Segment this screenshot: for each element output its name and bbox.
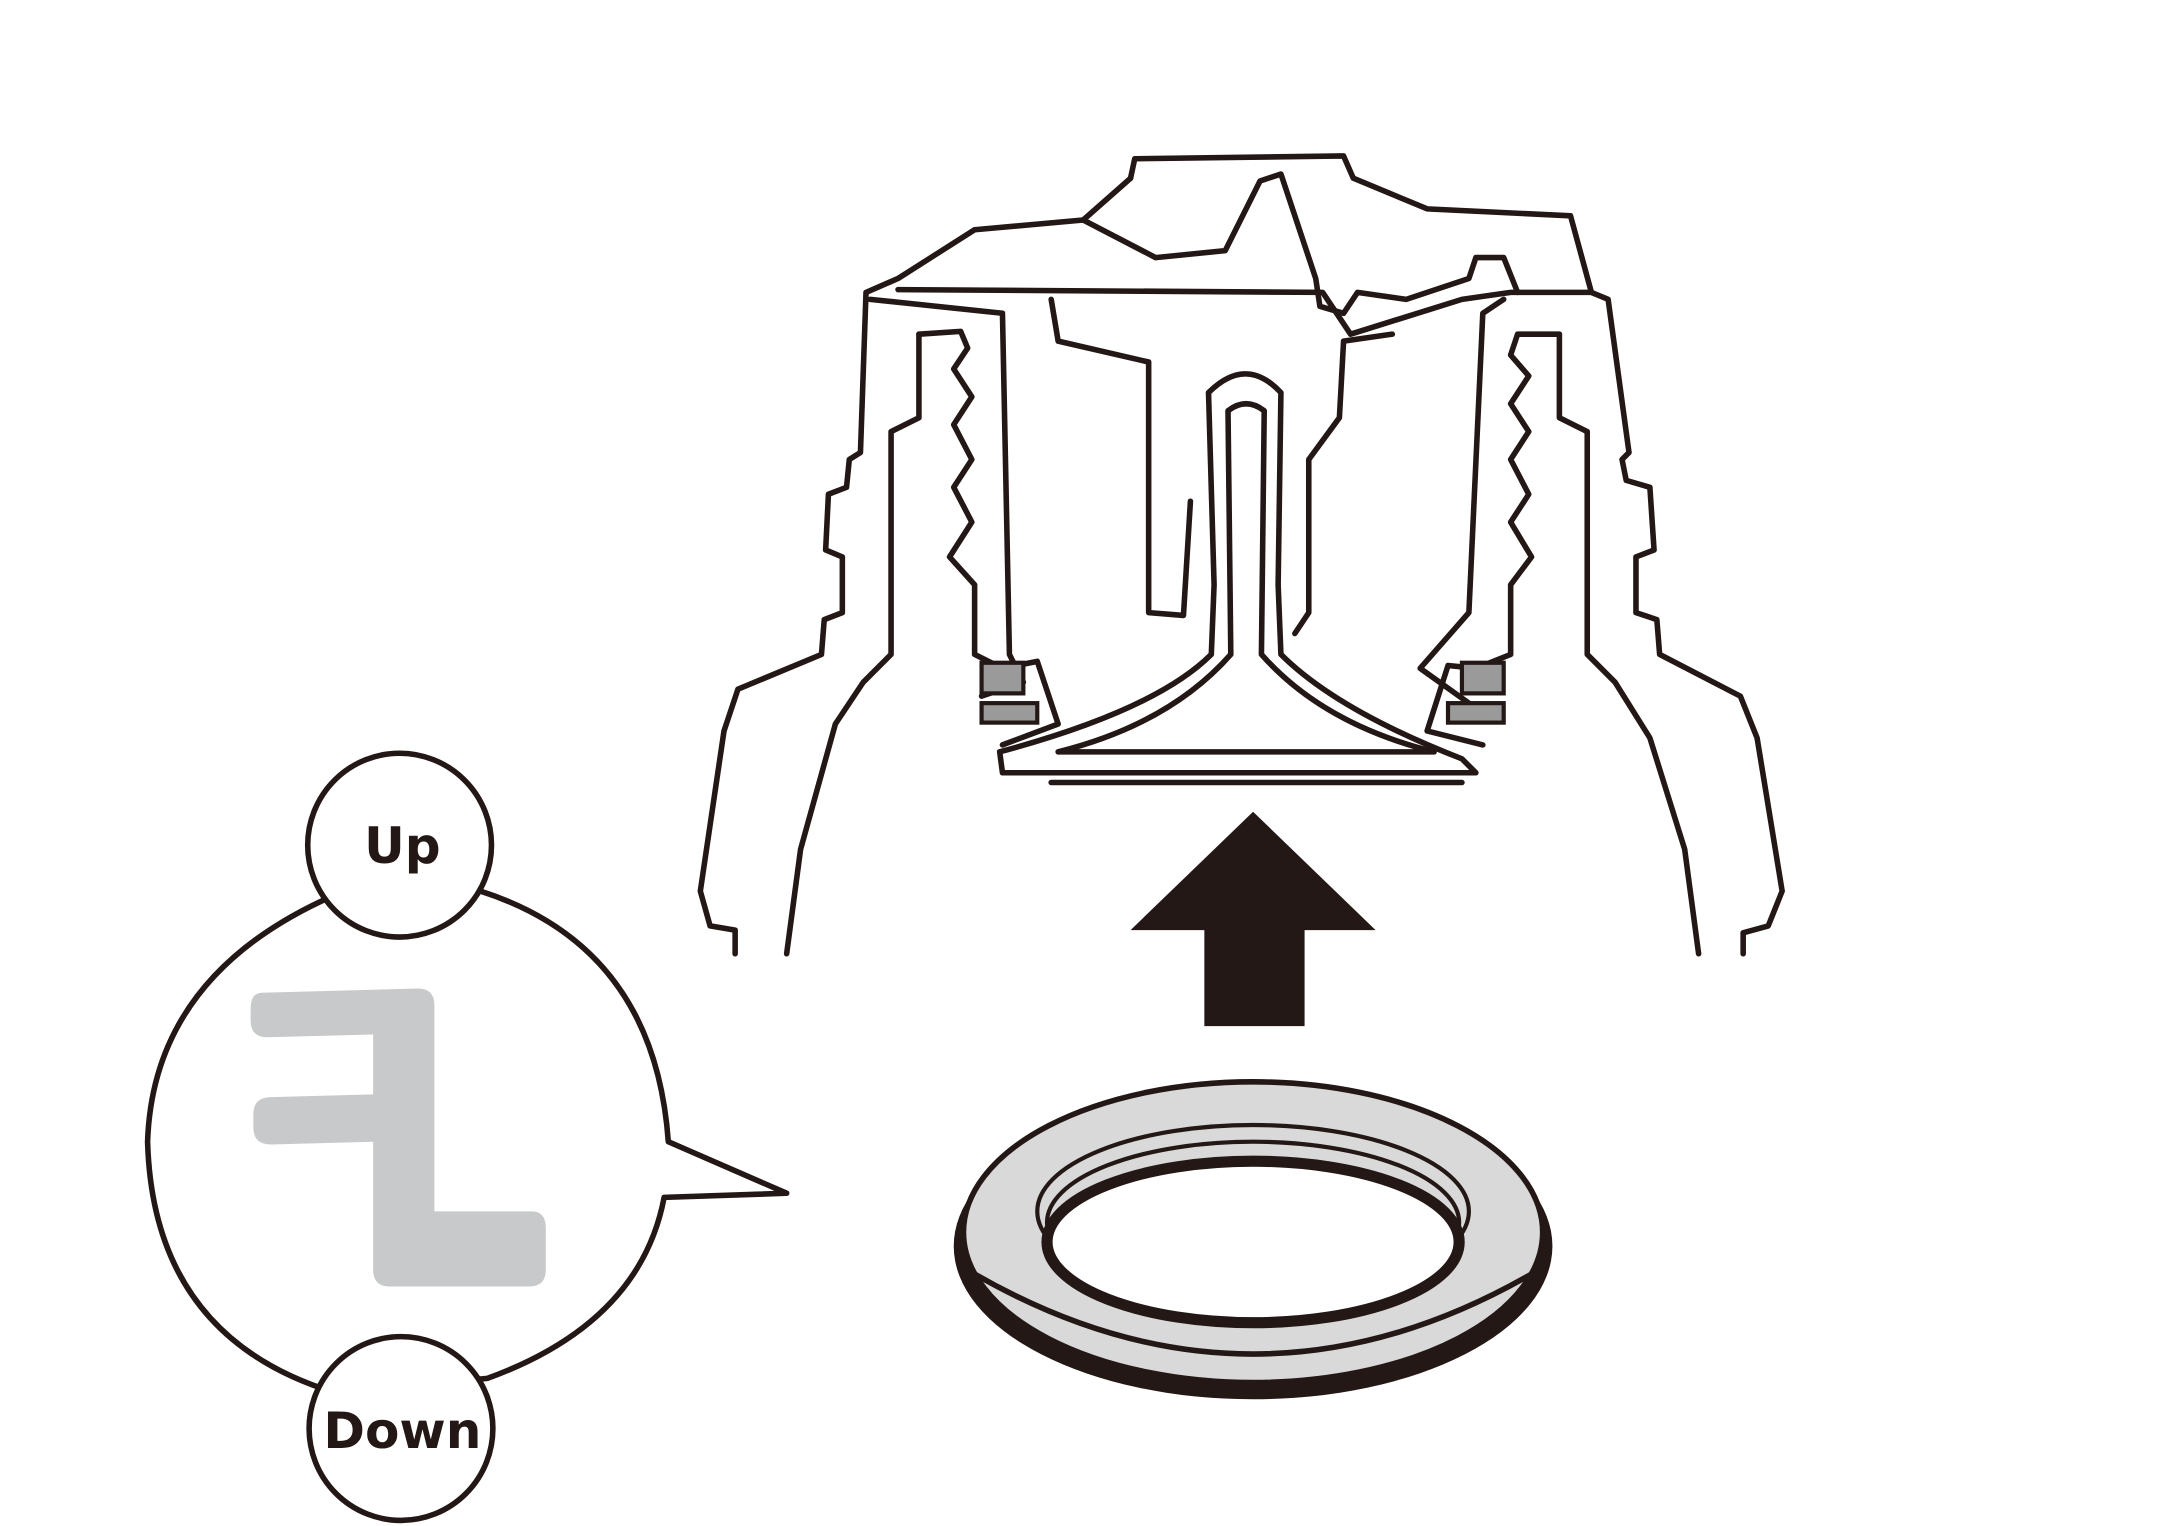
- up-circle: [304, 750, 495, 940]
- down-label: Down: [323, 1401, 481, 1460]
- speech-bubble: Up Down: [144, 750, 790, 1524]
- up-arrow-icon: [1130, 811, 1376, 1027]
- up-label: Up: [364, 816, 441, 875]
- down-circle: [306, 1333, 496, 1524]
- gasket-ring: [953, 1079, 1553, 1400]
- orientation-marker-icon: [250, 988, 546, 1287]
- cap-cross-section: [697, 153, 1785, 957]
